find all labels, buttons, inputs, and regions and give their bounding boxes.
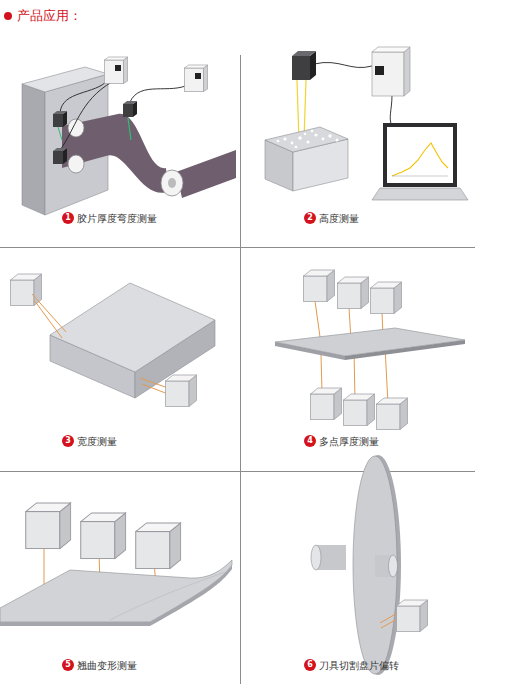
caption-text: 宽度测量: [77, 435, 117, 448]
caption-text: 翘曲变形测量: [77, 659, 137, 672]
film-measure-figure: [22, 57, 236, 215]
height-measure-figure: [265, 47, 468, 200]
caption-text: 刀具切割盘片偏转: [319, 659, 399, 672]
warp-measure-figure: [0, 503, 232, 626]
callout-number: 4: [304, 435, 316, 447]
grid-lines: [0, 55, 475, 684]
callout-number: 2: [304, 212, 316, 224]
width-measure-figure: [11, 274, 216, 407]
page-title: 产品应用：: [17, 8, 82, 24]
callout-number: 1: [62, 212, 74, 224]
title-bullet: [4, 12, 12, 20]
caption-text: 多点厚度测量: [319, 435, 379, 448]
multi-thickness-figure: [275, 270, 465, 430]
callout-number: 6: [304, 659, 316, 671]
caption-text: 高度测量: [319, 212, 359, 225]
disc-deflection-figure: [311, 455, 428, 675]
caption-text: 胶片厚度弯度测量: [77, 212, 157, 225]
callout-number: 5: [62, 659, 74, 671]
callout-number: 3: [62, 435, 74, 447]
